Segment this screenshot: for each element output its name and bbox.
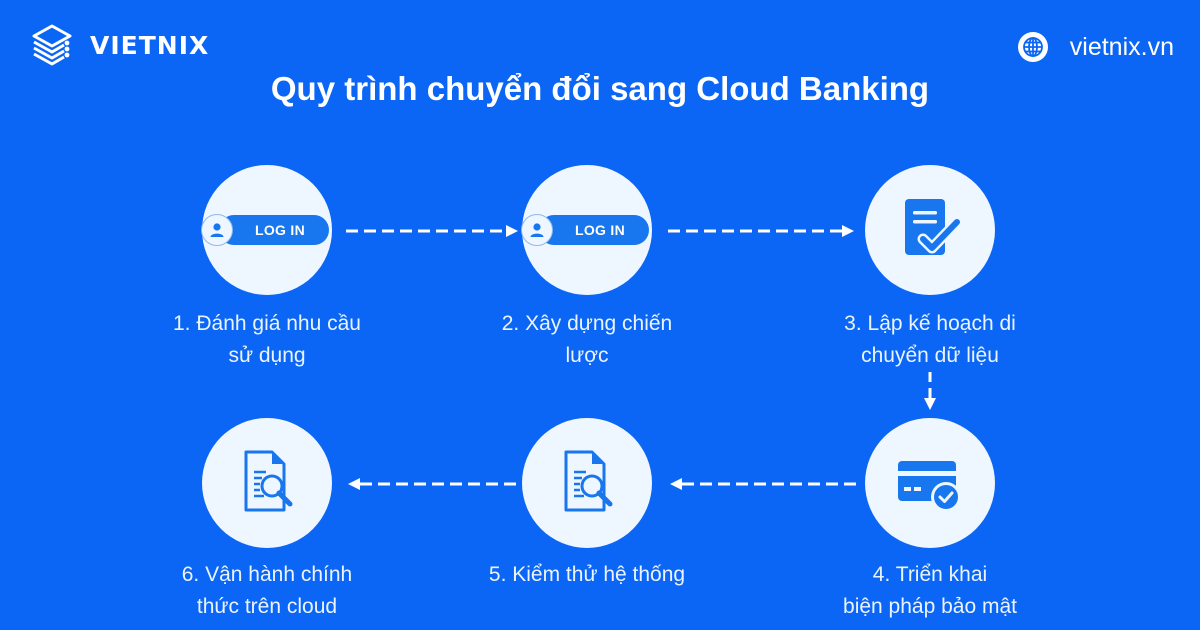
document-search-icon [564,450,613,512]
arrow-left-4-to-5 [670,478,856,490]
website-link[interactable]: vietnix.vn [1017,32,1174,62]
website-url: vietnix.vn [1069,32,1174,61]
step-5-label: 5. Kiểm thử hệ thống [488,563,686,586]
document-search-icon [244,450,293,512]
login-icon: LOG IN [521,214,649,246]
credit-card-check-icon [898,461,961,512]
page-title: Quy trình chuyển đổi sang Cloud Banking [270,70,930,107]
login-icon: LOG IN [201,214,329,246]
arrow-right-1-to-2 [346,225,518,237]
step-5-circle [522,418,652,548]
arrow-down-3-to-4 [924,372,936,410]
step-1-circle: LOG IN [201,165,332,295]
vietnix-logo: VIETNIX [30,22,209,68]
user-icon [521,214,553,246]
arrow-right-2-to-3 [668,225,854,237]
logo-text: VIETNIX [90,30,210,60]
step-6-circle [202,418,332,548]
document-check-icon [905,199,963,255]
globe-icon [1017,32,1048,62]
server-stack-icon [32,24,72,66]
step-3-circle [865,165,995,295]
step-2-circle: LOG IN [521,165,652,295]
step-4-circle [865,418,995,548]
user-icon [201,214,233,246]
arrow-left-5-to-6 [348,478,518,490]
